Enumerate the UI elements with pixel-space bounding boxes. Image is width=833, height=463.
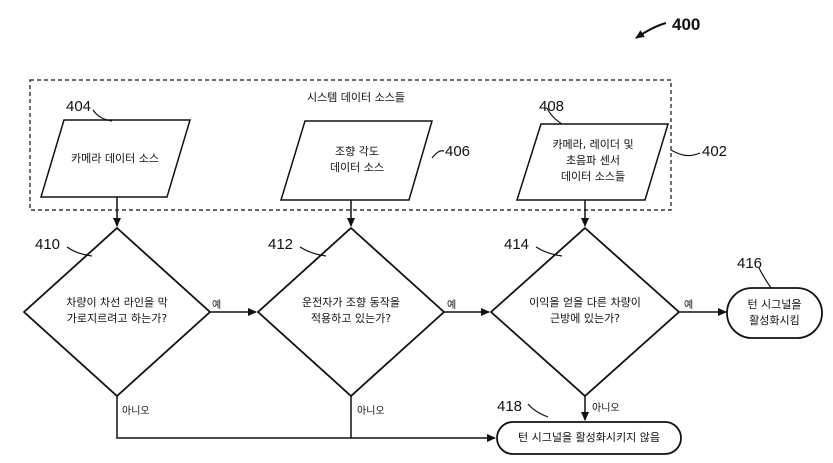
leader-418 <box>527 403 549 418</box>
source-406-shape <box>279 120 433 201</box>
ref-418: 418 <box>497 398 523 415</box>
decision-410-line2: 가로지르려고 하는가? <box>66 312 168 325</box>
yes-label-410: 예 <box>212 300 222 311</box>
ref-416: 416 <box>737 255 763 272</box>
no-label-414: 아니오 <box>592 403 620 414</box>
figure-number: 400 <box>672 15 701 34</box>
ref-410: 410 <box>35 236 61 253</box>
no-label-412: 아니오 <box>357 406 385 417</box>
decision-412-line1: 운전자가 조향 동작을 <box>301 296 401 309</box>
leader-410 <box>66 246 93 257</box>
source-408-label-line1: 카메라, 레이더 및 <box>552 138 634 151</box>
system-sources-title: 시스템 데이터 소스들 <box>306 91 406 104</box>
end-416-line2: 활성화시킴 <box>749 314 800 327</box>
source-408-label-line2: 초음파 센서 <box>565 154 621 167</box>
no-label-410: 아니오 <box>122 406 150 417</box>
ref-402: 402 <box>702 143 728 160</box>
ref-414: 414 <box>504 236 530 253</box>
decision-412-line2: 적용하고 있는가? <box>310 312 392 325</box>
ref-408: 408 <box>539 98 565 115</box>
leader-414 <box>535 246 563 257</box>
decision-414-line2: 근방에 있는가? <box>549 312 621 325</box>
decision-410-line1: 차량이 차선 라인을 막 <box>66 296 168 309</box>
yes-label-414: 예 <box>684 300 694 311</box>
leader-408 <box>546 107 563 125</box>
leader-402 <box>670 149 701 157</box>
end-418-shape <box>496 421 682 455</box>
source-406-label-line2: 데이터 소스 <box>329 161 385 174</box>
leader-412 <box>299 246 327 257</box>
end-418-label: 턴 시그널을 활성화시키지 않음 <box>517 431 661 444</box>
yes-label-412: 예 <box>447 300 457 311</box>
end-416-shape <box>726 287 823 339</box>
figure-number-arrow <box>635 22 667 39</box>
leader-416 <box>758 267 772 289</box>
source-408-shape <box>515 123 670 201</box>
end-416-line1: 턴 시그널을 <box>747 298 802 311</box>
source-408-label-line3: 데이터 소스들 <box>560 170 626 183</box>
no-path-410 <box>116 396 496 442</box>
decision-414-line1: 이익을 얻을 다른 차량이 <box>529 296 641 309</box>
system-sources-box <box>29 79 672 211</box>
source-406-label-line1: 조향 각도 <box>335 145 379 158</box>
source-404-shape <box>39 119 192 198</box>
leader-406 <box>431 150 445 159</box>
leader-404 <box>92 109 113 122</box>
source-404-label: 카메라 데이터 소스 <box>71 152 159 165</box>
ref-404: 404 <box>66 98 92 115</box>
ref-412: 412 <box>268 236 294 253</box>
ref-406: 406 <box>445 143 471 160</box>
